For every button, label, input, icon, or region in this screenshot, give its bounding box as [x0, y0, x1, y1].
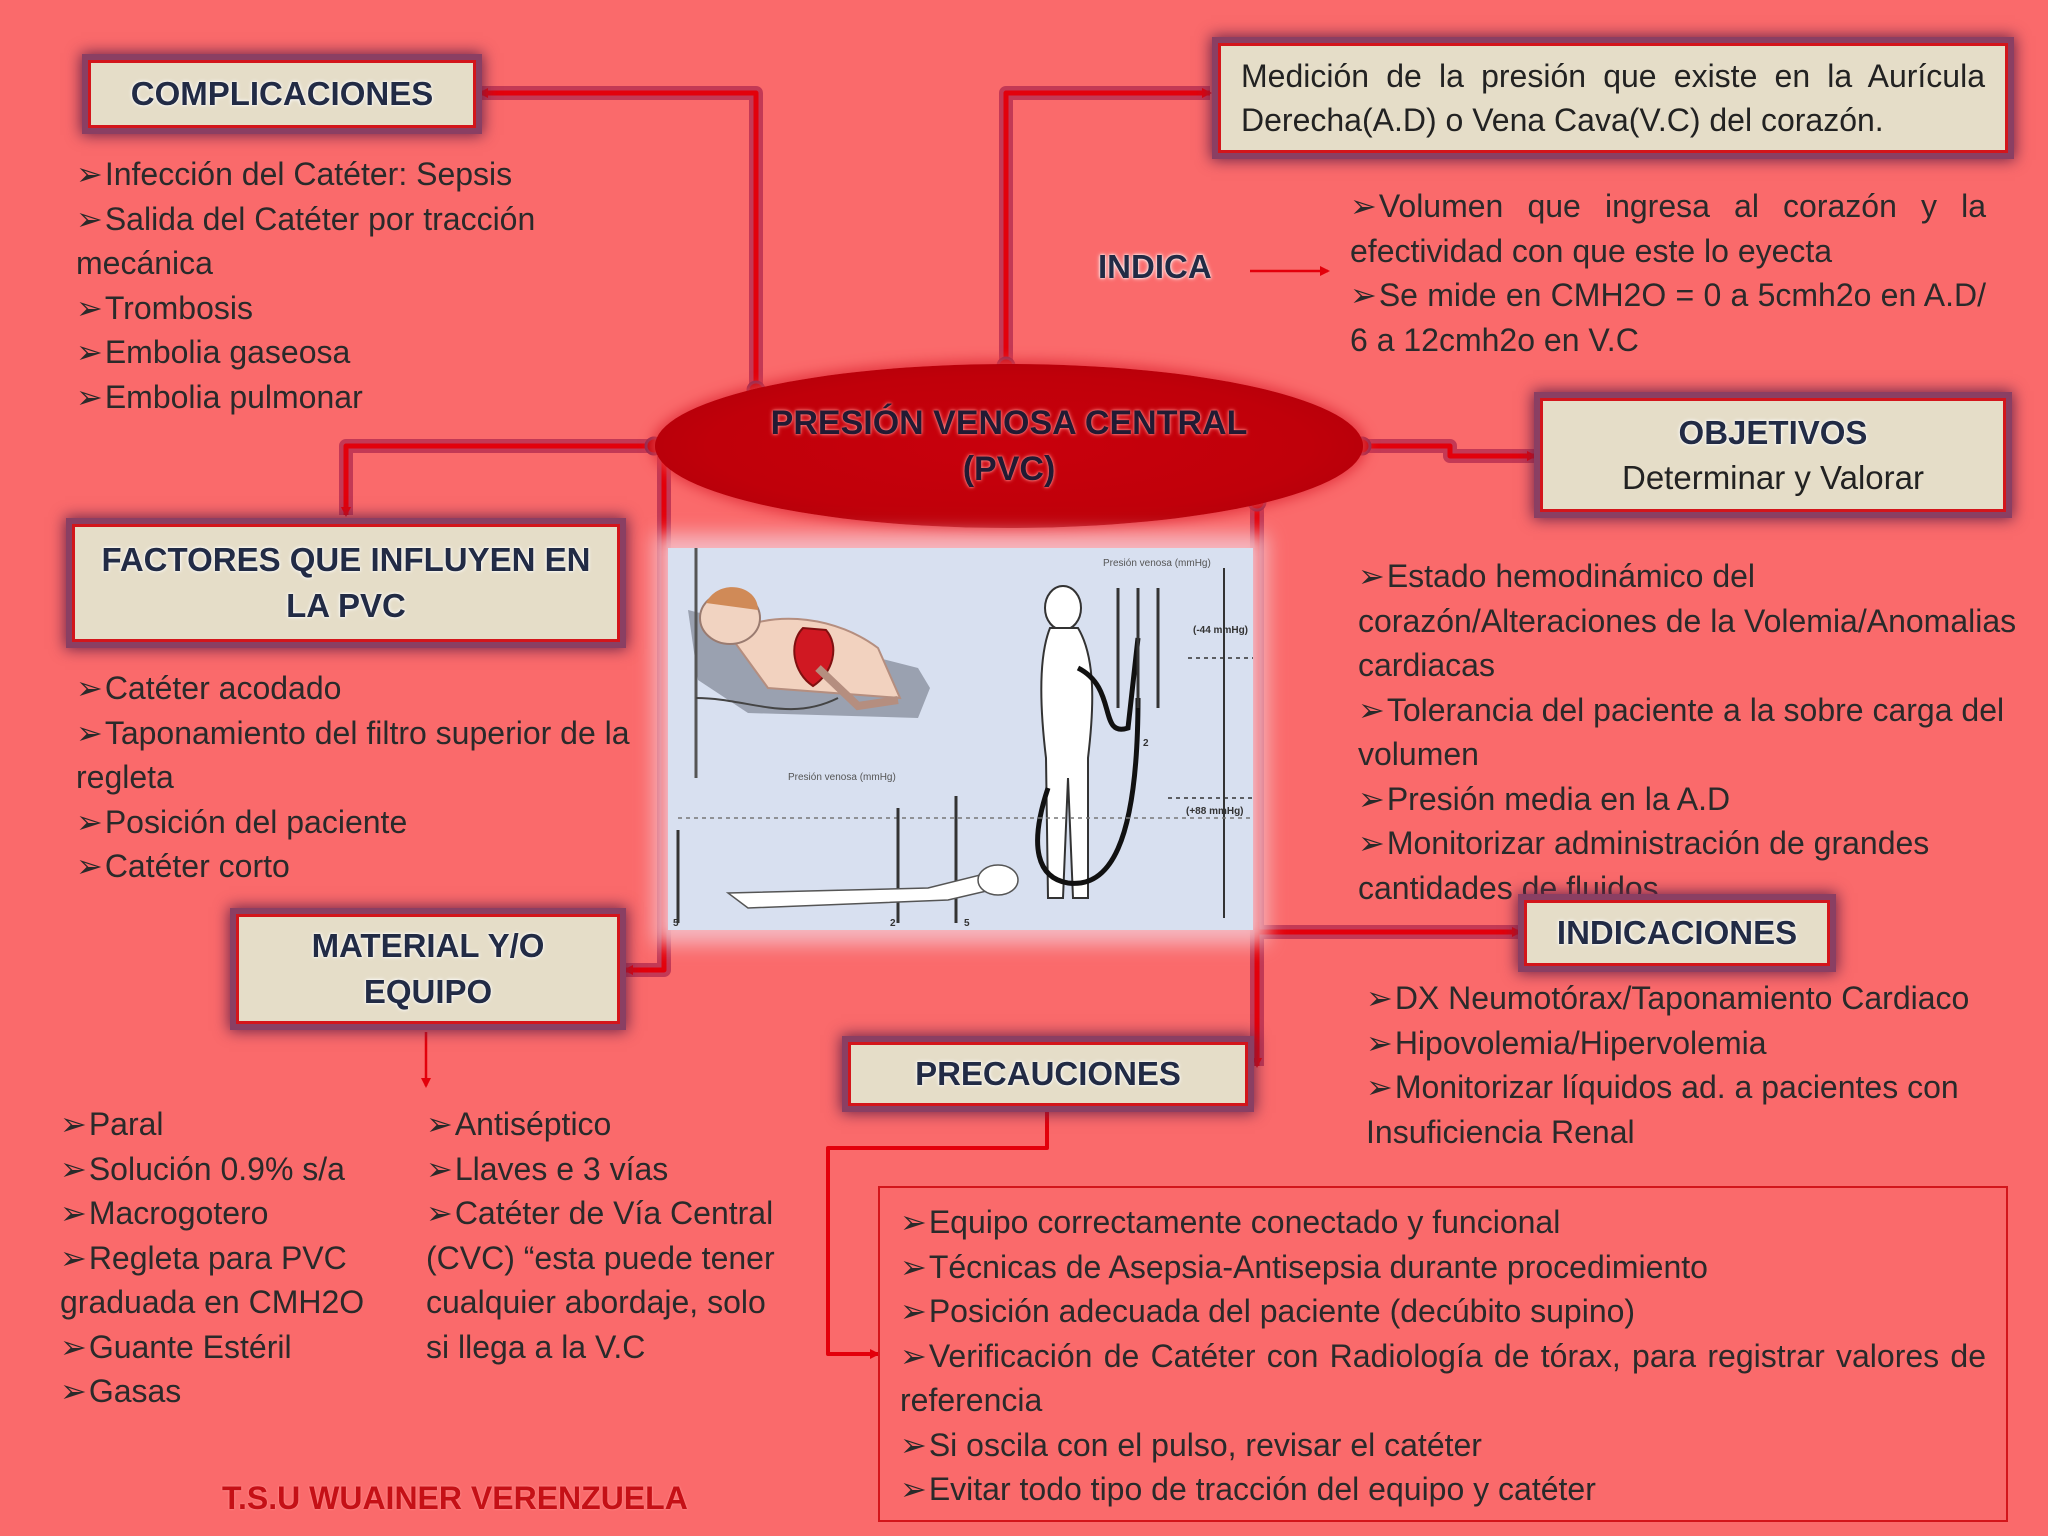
list-item: Catéter corto	[76, 844, 636, 889]
central-title-line2: (PVC)	[962, 450, 1056, 488]
list-item: Monitorizar líquidos ad. a pacientes con…	[1366, 1065, 2006, 1154]
list-item: Gasas	[60, 1369, 380, 1414]
material-box: MATERIAL Y/O EQUIPO	[236, 914, 620, 1024]
figure-label-top: Presión venosa (mmHg)	[1103, 558, 1211, 569]
list-item: Hipovolemia/Hipervolemia	[1366, 1021, 2006, 1066]
precauciones-title: PRECAUCIONES	[915, 1055, 1181, 1092]
indica-list: Volumen que ingresa al corazón y la efec…	[1350, 184, 1986, 362]
figure-number: 2	[890, 918, 896, 929]
list-item: Taponamiento del filtro superior de la r…	[76, 711, 636, 800]
list-item: Catéter de Vía Central (CVC) “esta puede…	[426, 1191, 796, 1369]
list-item: Evitar todo tipo de tracción del equipo …	[900, 1467, 1986, 1512]
complicaciones-title: COMPLICACIONES	[130, 75, 434, 112]
list-item: Antiséptico	[426, 1102, 796, 1147]
reclined-patient-image	[688, 548, 930, 778]
link-definition	[1003, 88, 1212, 366]
complicaciones-list: Infección del Catéter: Sepsis Salida del…	[76, 152, 546, 419]
complicaciones-box: COMPLICACIONES	[88, 60, 476, 128]
precauciones-list-box: Equipo correctamente conectado y funcion…	[878, 1186, 2008, 1522]
list-item: Volumen que ingresa al corazón y la efec…	[1350, 184, 1986, 273]
list-item: Paral	[60, 1102, 380, 1147]
list-item: Catéter acodado	[76, 666, 636, 711]
list-item: Trombosis	[76, 286, 546, 331]
factores-box: FACTORES QUE INFLUYEN EN LA PVC	[72, 524, 620, 642]
figure-mark2: (+88 mmHg)	[1186, 806, 1244, 817]
list-item: Regleta para PVC graduada en CMH2O	[60, 1236, 380, 1325]
pvc-illustration: Presión venosa (mmHg) (-44 mmHg) (+88 mm…	[668, 548, 1253, 930]
indicaciones-box: INDICACIONES	[1524, 900, 1830, 966]
list-item: Verificación de Catéter con Radiología d…	[900, 1334, 1986, 1423]
list-item: Solución 0.9% s/a	[60, 1147, 380, 1192]
link-material	[623, 456, 667, 975]
list-item: Presión media en la A.D	[1358, 777, 2028, 822]
list-item: Tolerancia del paciente a la sobre carga…	[1358, 688, 2028, 777]
figure-mark1: (-44 mmHg)	[1193, 625, 1248, 636]
figure-number: 5	[964, 918, 970, 929]
link-factores	[341, 443, 654, 517]
list-item: Técnicas de Asepsia-Antisepsia durante p…	[900, 1245, 1986, 1290]
objetivos-box: OBJETIVOS Determinar y Valorar	[1540, 398, 2006, 512]
material-title-line2: EQUIPO	[363, 973, 493, 1010]
definition-box: Medición de la presión que existe en la …	[1218, 43, 2008, 153]
central-node: PRESIÓN VENOSA CENTRAL (PVC)	[655, 364, 1363, 528]
link-precauciones-list	[826, 1110, 1049, 1359]
list-item: Monitorizar administración de grandes ca…	[1358, 821, 2028, 910]
list-item: Si oscila con el pulso, revisar el catét…	[900, 1423, 1986, 1468]
figure-number: 5	[673, 918, 679, 929]
link-complicaciones	[478, 88, 759, 390]
link-objetivos	[1362, 443, 1537, 461]
objetivos-title: OBJETIVOS	[1678, 414, 1868, 451]
precauciones-list: Equipo correctamente conectado y funcion…	[900, 1200, 1986, 1512]
indicaciones-title: INDICACIONES	[1556, 914, 1798, 951]
list-item: Posición del paciente	[76, 800, 636, 845]
figure-label-bottom: Presión venosa (mmHg)	[788, 772, 896, 783]
list-item: Se mide en CMH2O = 0 a 5cmh2o en A.D/ 6 …	[1350, 273, 1986, 362]
lying-patient-image: Presión venosa (mmHg) 5 2 5	[673, 772, 1253, 929]
list-item: Posición adecuada del paciente (decúbito…	[900, 1289, 1986, 1334]
material-list-col2: Antiséptico Llaves e 3 vías Catéter de V…	[426, 1102, 796, 1369]
list-item: Equipo correctamente conectado y funcion…	[900, 1200, 1986, 1245]
list-item: Embolia gaseosa	[76, 330, 546, 375]
definition-text: Medición de la presión que existe en la …	[1241, 58, 1985, 138]
material-list-col1: Paral Solución 0.9% s/a Macrogotero Regl…	[60, 1102, 380, 1414]
factores-title-line1: FACTORES QUE INFLUYEN EN	[101, 541, 591, 578]
factores-list: Catéter acodado Taponamiento del filtro …	[76, 666, 636, 889]
indicaciones-list: DX Neumotórax/Taponamiento Cardiaco Hipo…	[1366, 976, 2006, 1154]
list-item: Guante Estéril	[60, 1325, 380, 1370]
objetivos-subtitle: Determinar y Valorar	[1622, 459, 1924, 496]
pvc-illustration-drawing: Presión venosa (mmHg) (-44 mmHg) (+88 mm…	[673, 548, 1253, 929]
list-item: Infección del Catéter: Sepsis	[76, 152, 546, 197]
list-item: Llaves e 3 vías	[426, 1147, 796, 1192]
list-item: DX Neumotórax/Taponamiento Cardiaco	[1366, 976, 2006, 1021]
factores-title-line2: LA PVC	[286, 587, 406, 624]
list-item: Estado hemodinámico del corazón/Alteraci…	[1358, 554, 2028, 688]
precauciones-box: PRECAUCIONES	[848, 1042, 1248, 1106]
objetivos-list: Estado hemodinámico del corazón/Alteraci…	[1358, 554, 2028, 910]
indica-label: INDICA	[1098, 248, 1212, 285]
author-credit: T.S.U WUAINER VERENZUELA	[222, 1480, 688, 1516]
standing-patient-image: Presión venosa (mmHg) (-44 mmHg) (+88 mm…	[1035, 558, 1253, 918]
list-item: Embolia pulmonar	[76, 375, 546, 420]
list-item: Macrogotero	[60, 1191, 380, 1236]
list-item: Salida del Catéter por tracción mecánica	[76, 197, 546, 286]
figure-number: 2	[1143, 738, 1149, 749]
material-title-line1: MATERIAL Y/O	[311, 927, 545, 964]
central-title-line1: PRESIÓN VENOSA CENTRAL	[770, 404, 1248, 442]
